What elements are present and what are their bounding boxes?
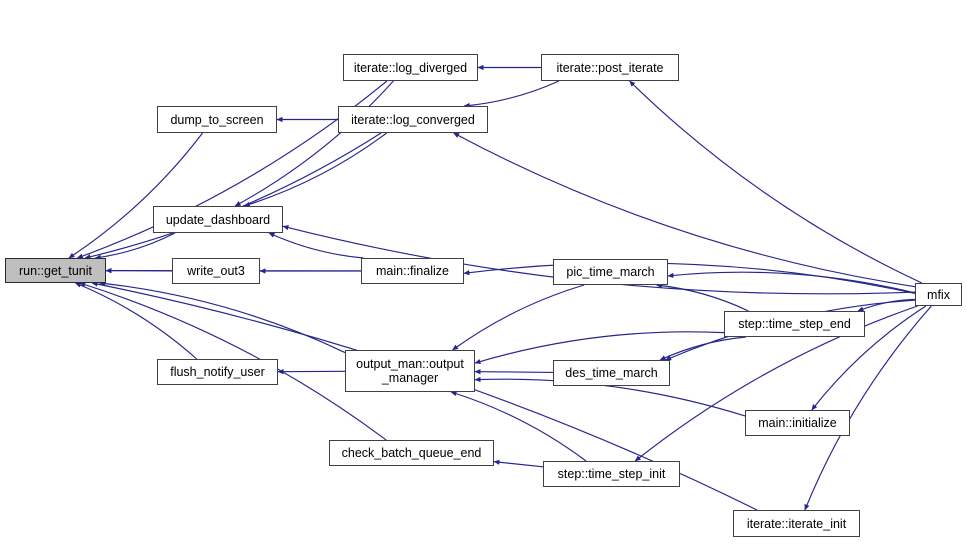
graph-node-iterate-log-diverged[interactable]: iterate::log_diverged [343,54,478,81]
graph-node-label: step::time_step_end [738,317,851,331]
graph-node-label: run::get_tunit [19,263,92,278]
graph-edge-flush-notify-user-to-run-get-tunit [75,282,198,360]
graph-node-label: iterate::iterate_init [746,516,847,531]
graph-edge-mfix-to-main-finalize [463,262,916,295]
graph-edge-mfix-to-pic-time-march [667,271,916,294]
graph-node-label: write_out3 [187,264,245,278]
graph-edge-mfix-to-step-time-step-init [634,305,918,462]
graph-node-label: iterate::log_converged [351,112,475,127]
graph-node-run-get-tunit[interactable]: run::get_tunit [5,258,106,283]
graph-edge-step-time-step-end-to-pic-time-march [656,282,749,312]
graph-node-flush-notify-user[interactable]: flush_notify_user [157,359,278,385]
graph-node-label: iterate::post_iterate [556,60,664,75]
graph-node-check-batch-queue-end[interactable]: check_batch_queue_end [329,440,494,466]
graph-node-label: flush_notify_user [170,365,265,379]
graph-node-label: pic_time_march [566,265,655,279]
graph-edge-des-time-march-to-output-man-output-manager [474,369,554,375]
graph-node-update-dashboard[interactable]: update_dashboard [153,206,283,233]
graph-node-output-man-output-manager[interactable]: output_man::output _manager [345,350,475,392]
graph-edge-step-time-step-end-to-output-man-output-manager [474,331,725,365]
graph-edge-mfix-to-iterate-post-iterate [629,80,923,284]
graph-node-label: step::time_step_init [557,467,666,481]
graph-edge-check-batch-queue-end-to-run-get-tunit [79,282,387,441]
graph-edge-dump-to-screen-to-run-get-tunit [68,132,204,259]
graph-node-label: mfix [927,287,950,302]
graph-node-label: check_batch_queue_end [341,446,482,460]
graph-node-write-out3[interactable]: write_out3 [172,258,260,284]
graph-node-pic-time-march[interactable]: pic_time_march [553,259,668,285]
graph-node-main-initialize[interactable]: main::initialize [745,410,850,436]
graph-edge-step-time-step-init-to-output-man-output-manager [450,391,587,462]
graph-node-label: main::initialize [758,416,837,430]
graph-node-dump-to-screen[interactable]: dump_to_screen [157,106,277,133]
graph-edge-step-time-step-init-to-check-batch-queue-end [493,459,544,468]
graph-edge-iterate-log-diverged-to-update-dashboard [234,80,394,207]
graph-node-mfix[interactable]: mfix [915,283,962,306]
graph-node-iterate-iterate-init[interactable]: iterate::iterate_init [733,510,860,537]
graph-edge-iterate-log-converged-to-update-dashboard [243,132,388,207]
graph-node-label: main::finalize [376,264,449,278]
graph-edge-step-time-step-end-to-des-time-march [659,336,747,361]
graph-edge-pic-time-march-to-output-man-output-manager [452,284,585,351]
graph-node-label: output_man::output _manager [356,357,464,385]
graph-node-step-time-step-init[interactable]: step::time_step_init [543,461,680,487]
graph-edge-main-finalize-to-update-dashboard [268,232,364,259]
graph-edge-output-man-output-manager-to-run-get-tunit [99,280,346,354]
graph-node-label: iterate::log_diverged [353,60,468,75]
graph-edge-update-dashboard-to-run-get-tunit [94,232,176,260]
graph-node-label: dump_to_screen [170,112,264,127]
graph-node-step-time-step-end[interactable]: step::time_step_end [724,311,865,337]
graph-edge-mfix-to-iterate-iterate-init [804,305,932,511]
graph-edge-iterate-post-iterate-to-iterate-log-converged [463,80,560,109]
graph-node-iterate-log-converged[interactable]: iterate::log_converged [338,106,488,133]
graph-node-label: update_dashboard [165,212,271,227]
graph-edge-mfix-to-main-initialize [811,305,927,411]
graph-node-label: des_time_march [565,366,658,380]
graph-edge-mfix-to-iterate-log-converged [453,132,916,288]
graph-node-main-finalize[interactable]: main::finalize [361,258,464,284]
graph-node-iterate-post-iterate[interactable]: iterate::post_iterate [541,54,679,81]
graph-node-des-time-march[interactable]: des_time_march [553,360,670,386]
